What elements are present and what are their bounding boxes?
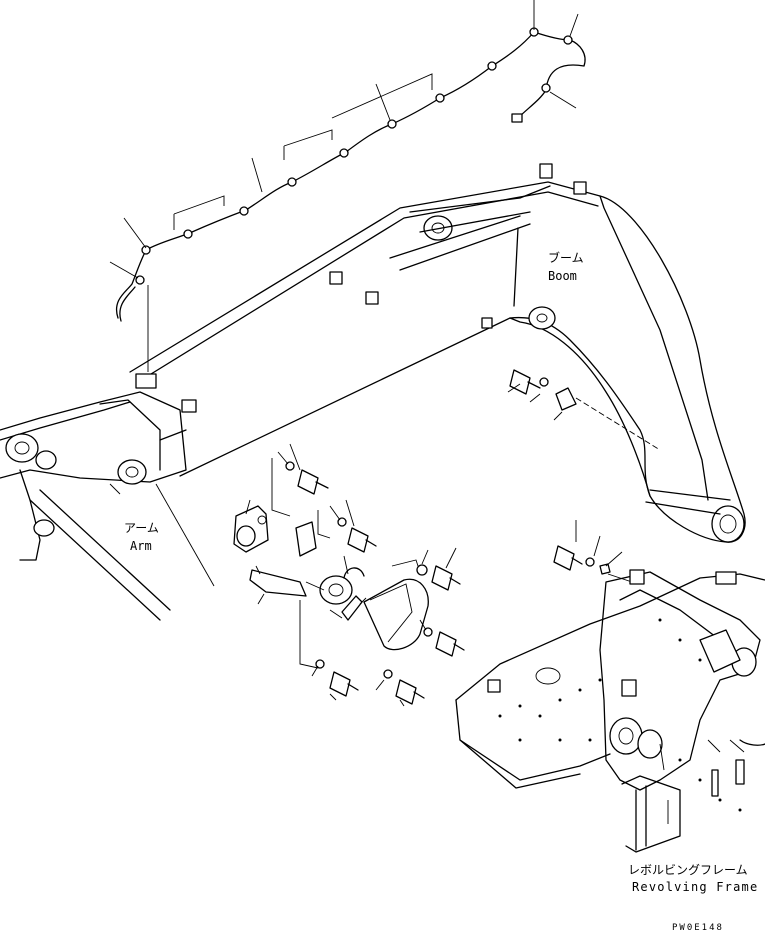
bolt-icon [553,545,583,571]
washer-icon [585,557,595,567]
washer-icon [539,377,549,387]
drawing-code: PW0E148 [672,923,724,933]
clamp-icon [555,387,577,411]
frame-dot-grid [498,618,742,812]
boom-hardware [507,369,661,583]
boom-structure [129,163,746,543]
clamp-icon [599,563,611,575]
bolt-icon [329,671,359,697]
bolt-icon [435,631,465,657]
hardware-group [233,443,465,707]
arm-structure [0,391,215,621]
boom-label-en: Boom [548,269,577,283]
frame-label-en: Revolving Frame [632,880,758,894]
bolt-icon [297,469,329,495]
bolt-icon [395,679,425,705]
arm-label-jp: アーム [124,521,159,535]
boom-label-jp: ブーム [548,250,584,265]
harness-clamp-group [135,27,573,285]
revolving-frame [455,569,765,853]
bolt-icon [347,527,377,553]
frame-label-jp: レボルビングフレーム [628,863,748,877]
wiring-harness [109,0,586,372]
bolt-icon [509,369,541,395]
bolt-icon [431,565,461,591]
washer-icon [416,564,428,576]
washer-icon [383,669,393,679]
arm-label-en: Arm [130,539,152,553]
